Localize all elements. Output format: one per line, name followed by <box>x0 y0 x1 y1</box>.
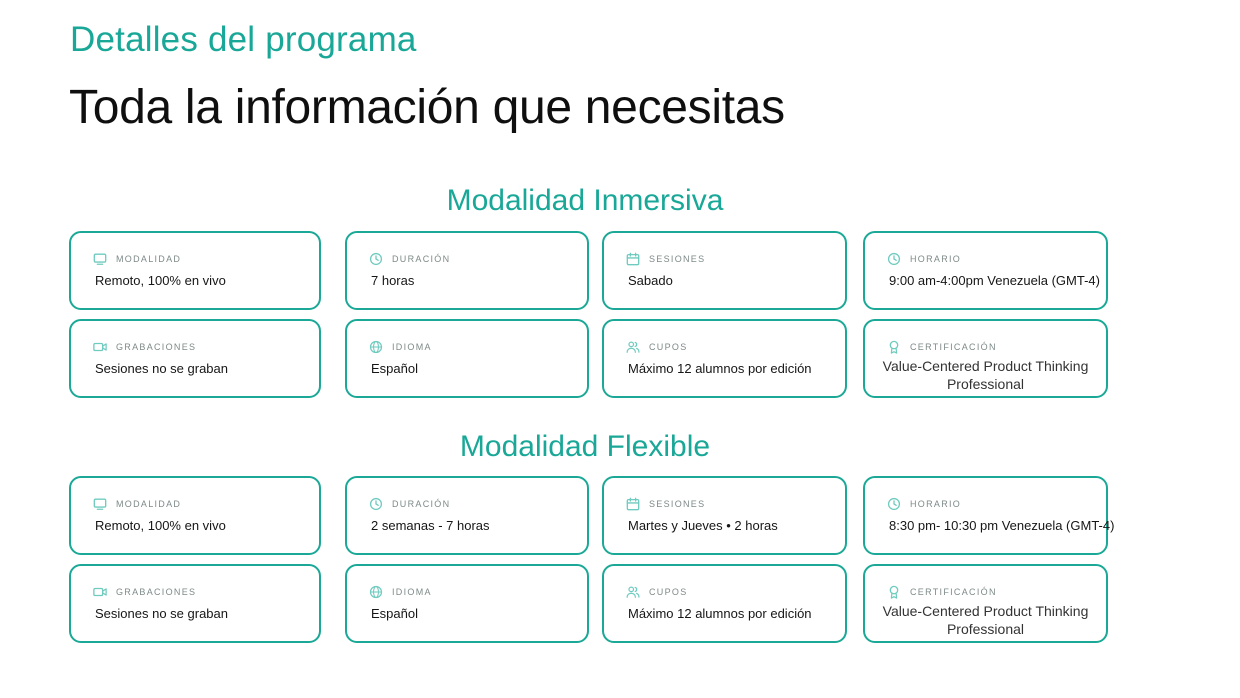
award-icon <box>887 585 901 599</box>
card-value: 8:30 pm- 10:30 pm Venezuela (GMT-4) <box>889 518 1115 533</box>
award-icon <box>887 340 901 354</box>
card-value: Sabado <box>628 273 673 288</box>
card-header: IDIOMA <box>369 340 432 354</box>
card-label: DURACIÓN <box>392 499 451 509</box>
card-header: CUPOS <box>626 340 688 354</box>
page-headline: Toda la información que necesitas <box>69 81 785 134</box>
info-card-grabaciones: GRABACIONES Sesiones no se graban <box>69 564 321 643</box>
card-label: IDIOMA <box>392 342 432 352</box>
info-card-duracion: DURACIÓN 7 horas <box>345 231 589 310</box>
card-value: 7 horas <box>371 273 415 288</box>
card-label: CERTIFICACIÓN <box>910 587 997 597</box>
card-label: HORARIO <box>910 254 962 264</box>
info-card-modalidad: MODALIDAD Remoto, 100% en vivo <box>69 231 321 310</box>
card-label: GRABACIONES <box>116 587 197 597</box>
info-card-idioma: IDIOMA Español <box>345 564 589 643</box>
clock-icon <box>887 252 901 266</box>
card-header: HORARIO <box>887 497 961 511</box>
card-label: HORARIO <box>910 499 962 509</box>
card-label: MODALIDAD <box>116 499 182 509</box>
clock-icon <box>369 497 383 511</box>
info-card-idioma: IDIOMA Español <box>345 319 589 398</box>
card-header: CERTIFICACIÓN <box>887 340 997 354</box>
card-header: MODALIDAD <box>93 252 181 266</box>
card-value: Value-Centered Product Thinking Professi… <box>882 603 1089 637</box>
card-value: Máximo 12 alumnos por edición <box>628 361 812 376</box>
card-value: 2 semanas - 7 horas <box>371 518 490 533</box>
info-card-cupos: CUPOS Máximo 12 alumnos por edición <box>602 319 847 398</box>
card-header: SESIONES <box>626 497 705 511</box>
calendar-icon <box>626 497 640 511</box>
card-label: CUPOS <box>649 587 688 597</box>
card-value: Español <box>371 606 418 621</box>
card-label: GRABACIONES <box>116 342 197 352</box>
info-card-sesiones: SESIONES Martes y Jueves • 2 horas <box>602 476 847 555</box>
card-header: DURACIÓN <box>369 252 450 266</box>
card-header: MODALIDAD <box>93 497 181 511</box>
card-label: CERTIFICACIÓN <box>910 342 997 352</box>
card-label: DURACIÓN <box>392 254 451 264</box>
card-label: MODALIDAD <box>116 254 182 264</box>
card-value: Remoto, 100% en vivo <box>95 518 226 533</box>
video-icon <box>93 585 107 599</box>
card-label: CUPOS <box>649 342 688 352</box>
video-icon <box>93 340 107 354</box>
eyebrow-title: Detalles del programa <box>70 20 417 59</box>
globe-icon <box>369 340 383 354</box>
card-header: CUPOS <box>626 585 688 599</box>
card-value: Remoto, 100% en vivo <box>95 273 226 288</box>
monitor-icon <box>93 252 107 266</box>
card-value: Español <box>371 361 418 376</box>
clock-icon <box>887 497 901 511</box>
card-value: Sesiones no se graban <box>95 361 228 376</box>
card-header: HORARIO <box>887 252 961 266</box>
info-card-modalidad: MODALIDAD Remoto, 100% en vivo <box>69 476 321 555</box>
card-value: 9:00 am-4:00pm Venezuela (GMT-4) <box>889 273 1100 288</box>
info-card-grabaciones: GRABACIONES Sesiones no se graban <box>69 319 321 398</box>
card-header: GRABACIONES <box>93 340 196 354</box>
card-header: DURACIÓN <box>369 497 450 511</box>
card-header: SESIONES <box>626 252 705 266</box>
card-header: CERTIFICACIÓN <box>887 585 997 599</box>
info-card-certificacion: CERTIFICACIÓN Value-Centered Product Thin… <box>863 319 1108 398</box>
card-label: SESIONES <box>649 499 706 509</box>
info-card-certificacion: CERTIFICACIÓN Value-Centered Product Thin… <box>863 564 1108 643</box>
card-header: IDIOMA <box>369 585 432 599</box>
section-title: Modalidad Inmersiva <box>446 184 724 217</box>
card-value: Martes y Jueves • 2 horas <box>628 518 778 533</box>
card-header: GRABACIONES <box>93 585 196 599</box>
users-icon <box>626 585 640 599</box>
info-card-horario: HORARIO 8:30 pm- 10:30 pm Venezuela (GMT-… <box>863 476 1114 555</box>
monitor-icon <box>93 497 107 511</box>
card-value: Sesiones no se graban <box>95 606 228 621</box>
info-card-horario: HORARIO 9:00 am-4:00pm Venezuela (GMT-4) <box>863 231 1108 310</box>
section-title: Modalidad Flexible <box>459 430 711 463</box>
card-value: Value-Centered Product Thinking Professi… <box>882 358 1089 392</box>
info-card-sesiones: SESIONES Sabado <box>602 231 847 310</box>
card-value: Máximo 12 alumnos por edición <box>628 606 812 621</box>
card-label: SESIONES <box>649 254 706 264</box>
info-card-cupos: CUPOS Máximo 12 alumnos por edición <box>602 564 847 643</box>
info-card-duracion: DURACIÓN 2 semanas - 7 horas <box>345 476 589 555</box>
calendar-icon <box>626 252 640 266</box>
clock-icon <box>369 252 383 266</box>
users-icon <box>626 340 640 354</box>
card-label: IDIOMA <box>392 587 432 597</box>
globe-icon <box>369 585 383 599</box>
